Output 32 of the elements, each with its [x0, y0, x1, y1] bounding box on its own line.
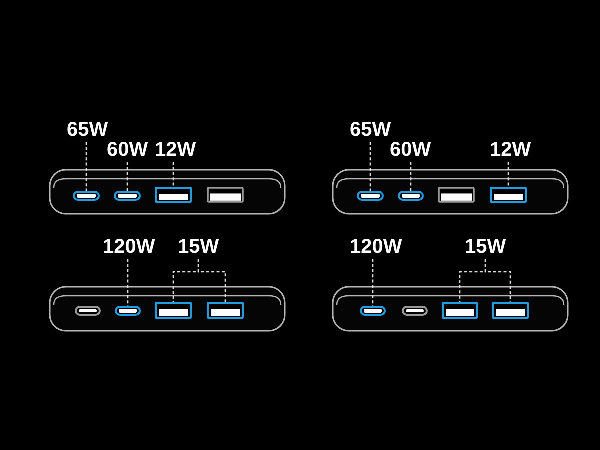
leader-line — [86, 142, 88, 191]
wattage-label: 12W — [155, 140, 196, 160]
usb-c-port — [114, 191, 141, 201]
leader-line — [172, 162, 174, 187]
leader-line — [410, 162, 412, 191]
leader-line — [372, 259, 374, 306]
usb-a-port — [492, 302, 529, 319]
wattage-label: 12W — [490, 140, 532, 160]
leader-line — [370, 142, 372, 191]
usb-a-port — [442, 302, 478, 319]
usb-c-port — [115, 306, 141, 316]
wattage-label: 60W — [390, 140, 432, 160]
wattage-label: 120W — [350, 237, 402, 257]
wattage-label: 60W — [107, 140, 148, 160]
usb-c-port — [360, 306, 386, 316]
wattage-label: 120W — [103, 237, 156, 257]
usb-c-port — [398, 191, 424, 201]
usb-a-port — [207, 302, 244, 319]
leader-line — [198, 259, 226, 302]
wattage-label: 65W — [67, 120, 108, 140]
wattage-label: 15W — [465, 237, 506, 257]
usb-c-port — [357, 191, 384, 201]
usb-a-port — [155, 187, 192, 203]
usb-a-port — [490, 187, 527, 203]
leader-line — [127, 259, 129, 306]
leader-line — [508, 162, 510, 187]
leader-line — [126, 162, 128, 191]
leader-line — [484, 259, 512, 302]
wattage-label: 15W — [178, 237, 220, 257]
usb-c-port — [73, 191, 100, 201]
usb-a-port — [155, 302, 192, 319]
wattage-label: 65W — [350, 120, 392, 140]
